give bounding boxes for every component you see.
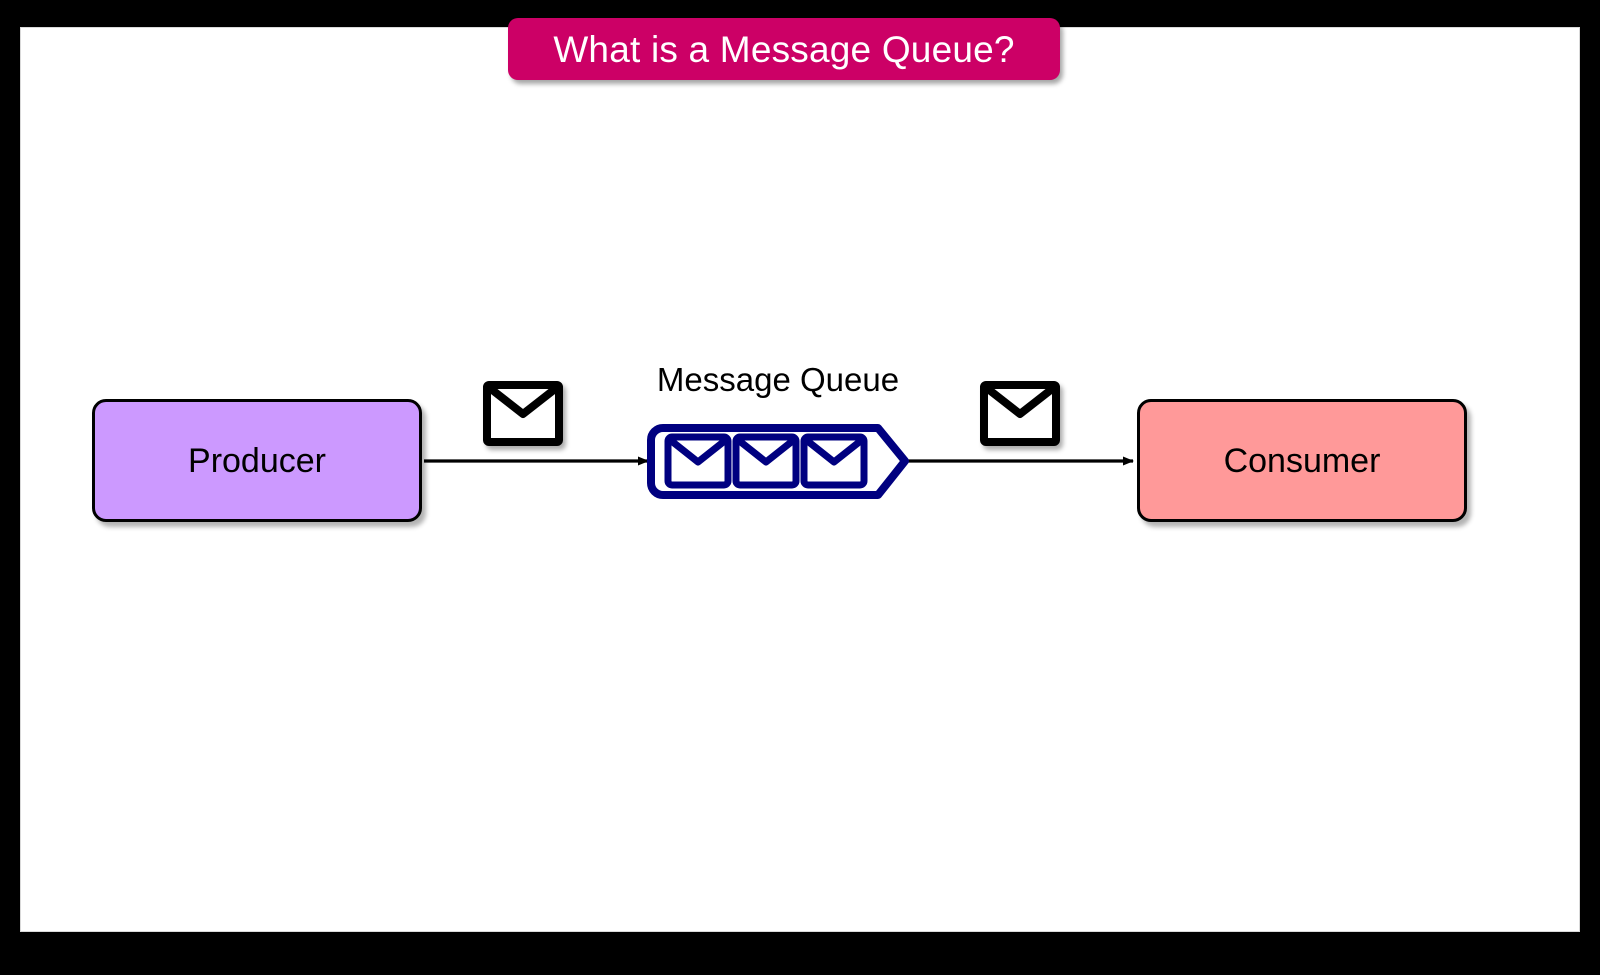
node-producer[interactable]: Producer bbox=[92, 399, 422, 522]
node-producer-label: Producer bbox=[188, 441, 326, 480]
node-consumer-label: Consumer bbox=[1223, 441, 1381, 480]
page-title: What is a Message Queue? bbox=[553, 28, 1015, 70]
message-queue-label: Message Queue bbox=[656, 361, 900, 398]
node-consumer[interactable]: Consumer bbox=[1137, 399, 1467, 522]
slide-title-badge: What is a Message Queue? bbox=[508, 18, 1060, 80]
